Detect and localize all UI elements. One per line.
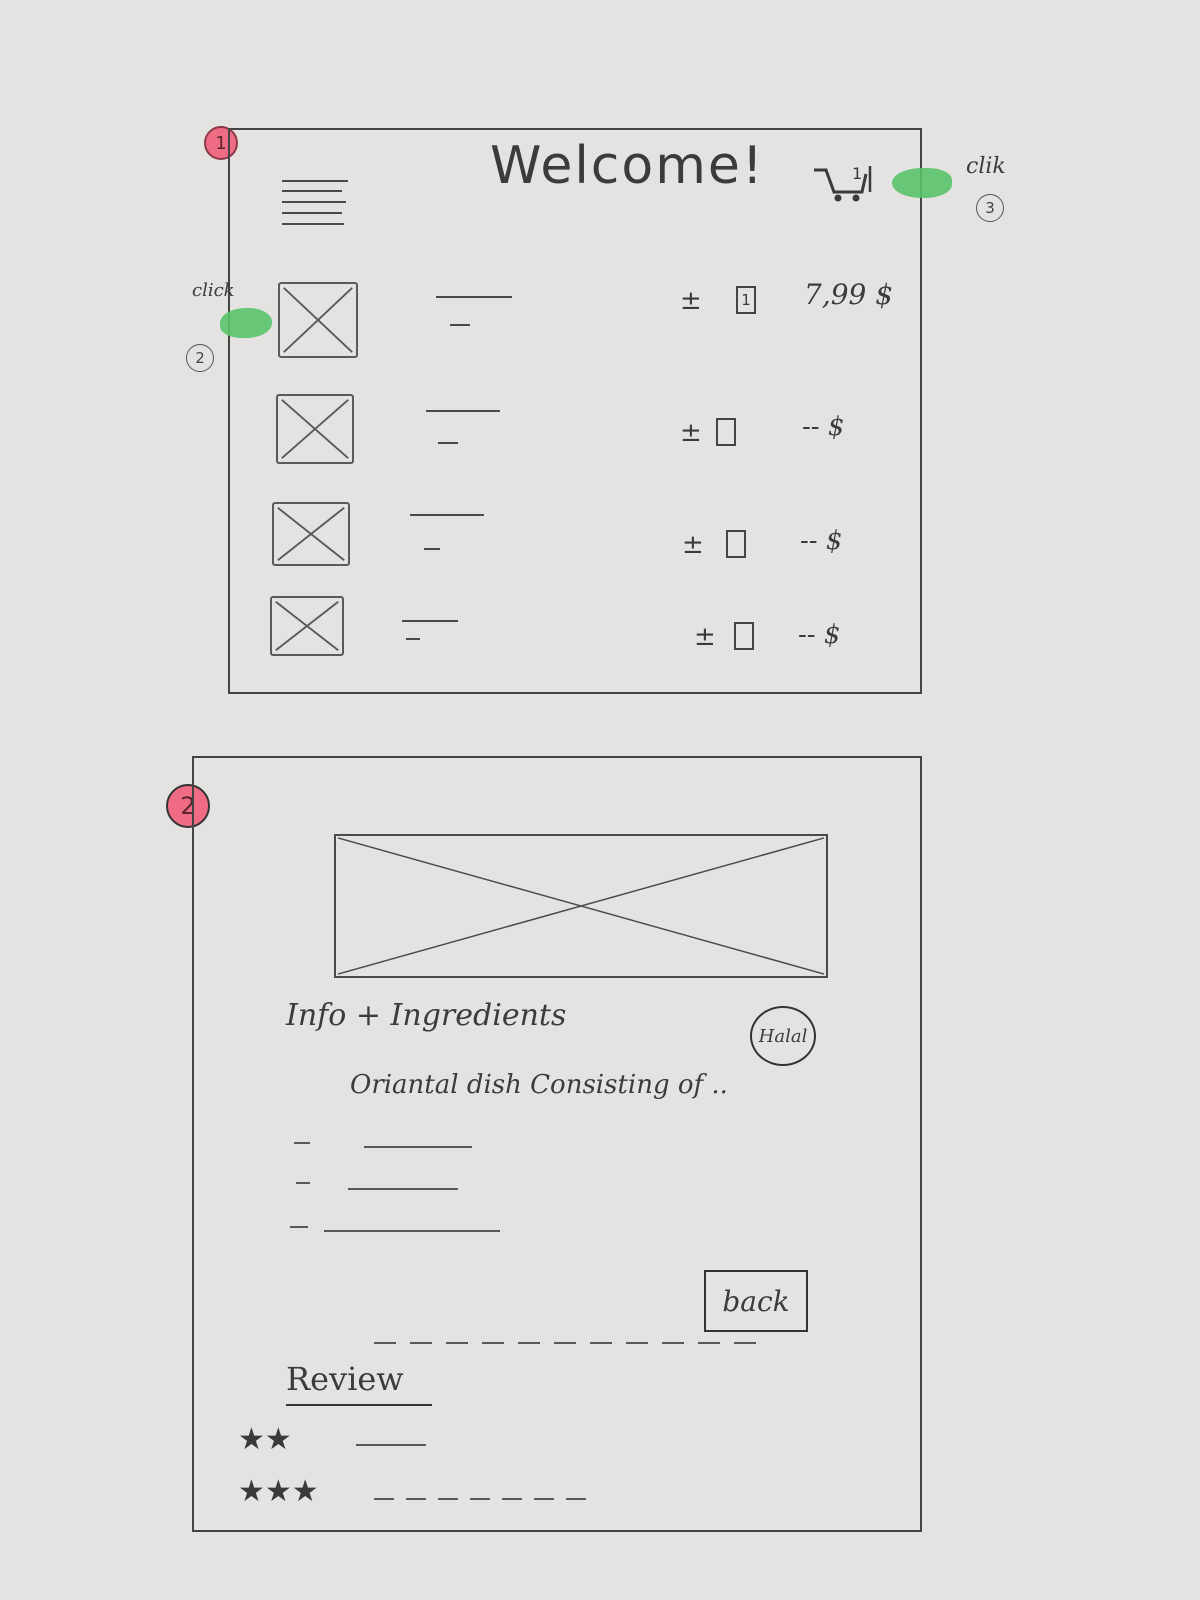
item-2-name-line bbox=[426, 410, 500, 412]
screen1-frame: Welcome! 1 ± 1 7,99 $ ± -- $ ± -- $ ± - bbox=[228, 128, 952, 694]
cart-icon bbox=[814, 166, 872, 202]
item-2-image[interactable] bbox=[276, 394, 354, 464]
page-title: Welcome! bbox=[490, 136, 765, 196]
item-4-quantity-stepper[interactable]: ± bbox=[694, 622, 716, 652]
item-3-quantity-stepper[interactable]: ± bbox=[682, 530, 704, 560]
item-3-quantity-field[interactable] bbox=[726, 530, 746, 558]
cart-button[interactable]: 1 bbox=[812, 160, 892, 208]
step-badge-right-label: 3 bbox=[985, 199, 995, 217]
item-2-quantity-field[interactable] bbox=[716, 418, 736, 446]
divider-line bbox=[374, 1342, 762, 1344]
step-badge-left-label: 2 bbox=[195, 349, 205, 367]
hamburger-menu-icon[interactable] bbox=[282, 180, 348, 226]
review-1-stars: ★★ bbox=[238, 1422, 292, 1457]
dish-description: Oriantal dish Consisting of .. bbox=[350, 1070, 728, 1100]
item-3-price: -- $ bbox=[800, 526, 843, 556]
item-4-desc-line bbox=[406, 638, 420, 640]
ingredient-bullet-2 bbox=[296, 1182, 310, 1184]
review-2-stars: ★★★ bbox=[238, 1474, 319, 1509]
screen1-badge-label: 1 bbox=[215, 132, 227, 154]
info-ingredients-title: Info + Ingredients bbox=[286, 998, 567, 1033]
halal-badge: Halal bbox=[750, 1006, 816, 1066]
step-badge-left: 2 bbox=[186, 344, 214, 372]
ingredient-bullet-1 bbox=[294, 1142, 310, 1144]
ingredient-line-2 bbox=[348, 1188, 458, 1190]
item-4-quantity-field[interactable] bbox=[734, 622, 754, 650]
ingredient-line-3 bbox=[324, 1230, 500, 1232]
halal-badge-label: Halal bbox=[758, 1025, 808, 1047]
screen2-badge-label: 2 bbox=[180, 792, 196, 820]
cart-count-badge: 1 bbox=[852, 164, 863, 183]
item-3-name-line bbox=[410, 514, 484, 516]
review-row-2: ★★★ bbox=[238, 1474, 594, 1509]
screen2-badge: 2 bbox=[166, 784, 210, 828]
item-3-image[interactable] bbox=[272, 502, 350, 566]
ingredient-bullet-3 bbox=[290, 1226, 308, 1228]
item-2-desc-line bbox=[438, 442, 458, 444]
back-button[interactable]: back bbox=[704, 1270, 808, 1332]
item-1-desc-line bbox=[450, 324, 470, 326]
item-2-quantity-stepper[interactable]: ± bbox=[680, 418, 702, 448]
review-title: Review bbox=[286, 1360, 432, 1406]
dish-image bbox=[334, 834, 828, 978]
item-4-image[interactable] bbox=[270, 596, 344, 656]
item-1-name-line bbox=[436, 296, 512, 298]
back-button-label: back bbox=[722, 1284, 790, 1318]
pointer-hand-icon-left bbox=[220, 308, 272, 338]
item-4-name-line bbox=[402, 620, 458, 622]
review-row-1: ★★ bbox=[238, 1422, 426, 1457]
ingredient-line-1 bbox=[364, 1146, 472, 1148]
item-3-desc-line bbox=[424, 548, 440, 550]
item-1-price: 7,99 $ bbox=[804, 278, 894, 311]
item-1-quantity-field[interactable]: 1 bbox=[736, 286, 756, 314]
item-1-image[interactable] bbox=[278, 282, 358, 358]
annotation-click-right: clik bbox=[966, 154, 1006, 179]
screen2-frame: Info + Ingredients Halal Oriantal dish C… bbox=[192, 756, 922, 1532]
annotation-click-left: click bbox=[192, 280, 235, 301]
item-1-quantity-stepper[interactable]: ± bbox=[680, 286, 702, 316]
item-2-price: -- $ bbox=[802, 412, 845, 442]
screen1-badge: 1 bbox=[204, 126, 238, 160]
item-4-price: -- $ bbox=[798, 620, 841, 650]
pointer-hand-icon bbox=[892, 168, 952, 198]
step-badge-right: 3 bbox=[976, 194, 1004, 222]
